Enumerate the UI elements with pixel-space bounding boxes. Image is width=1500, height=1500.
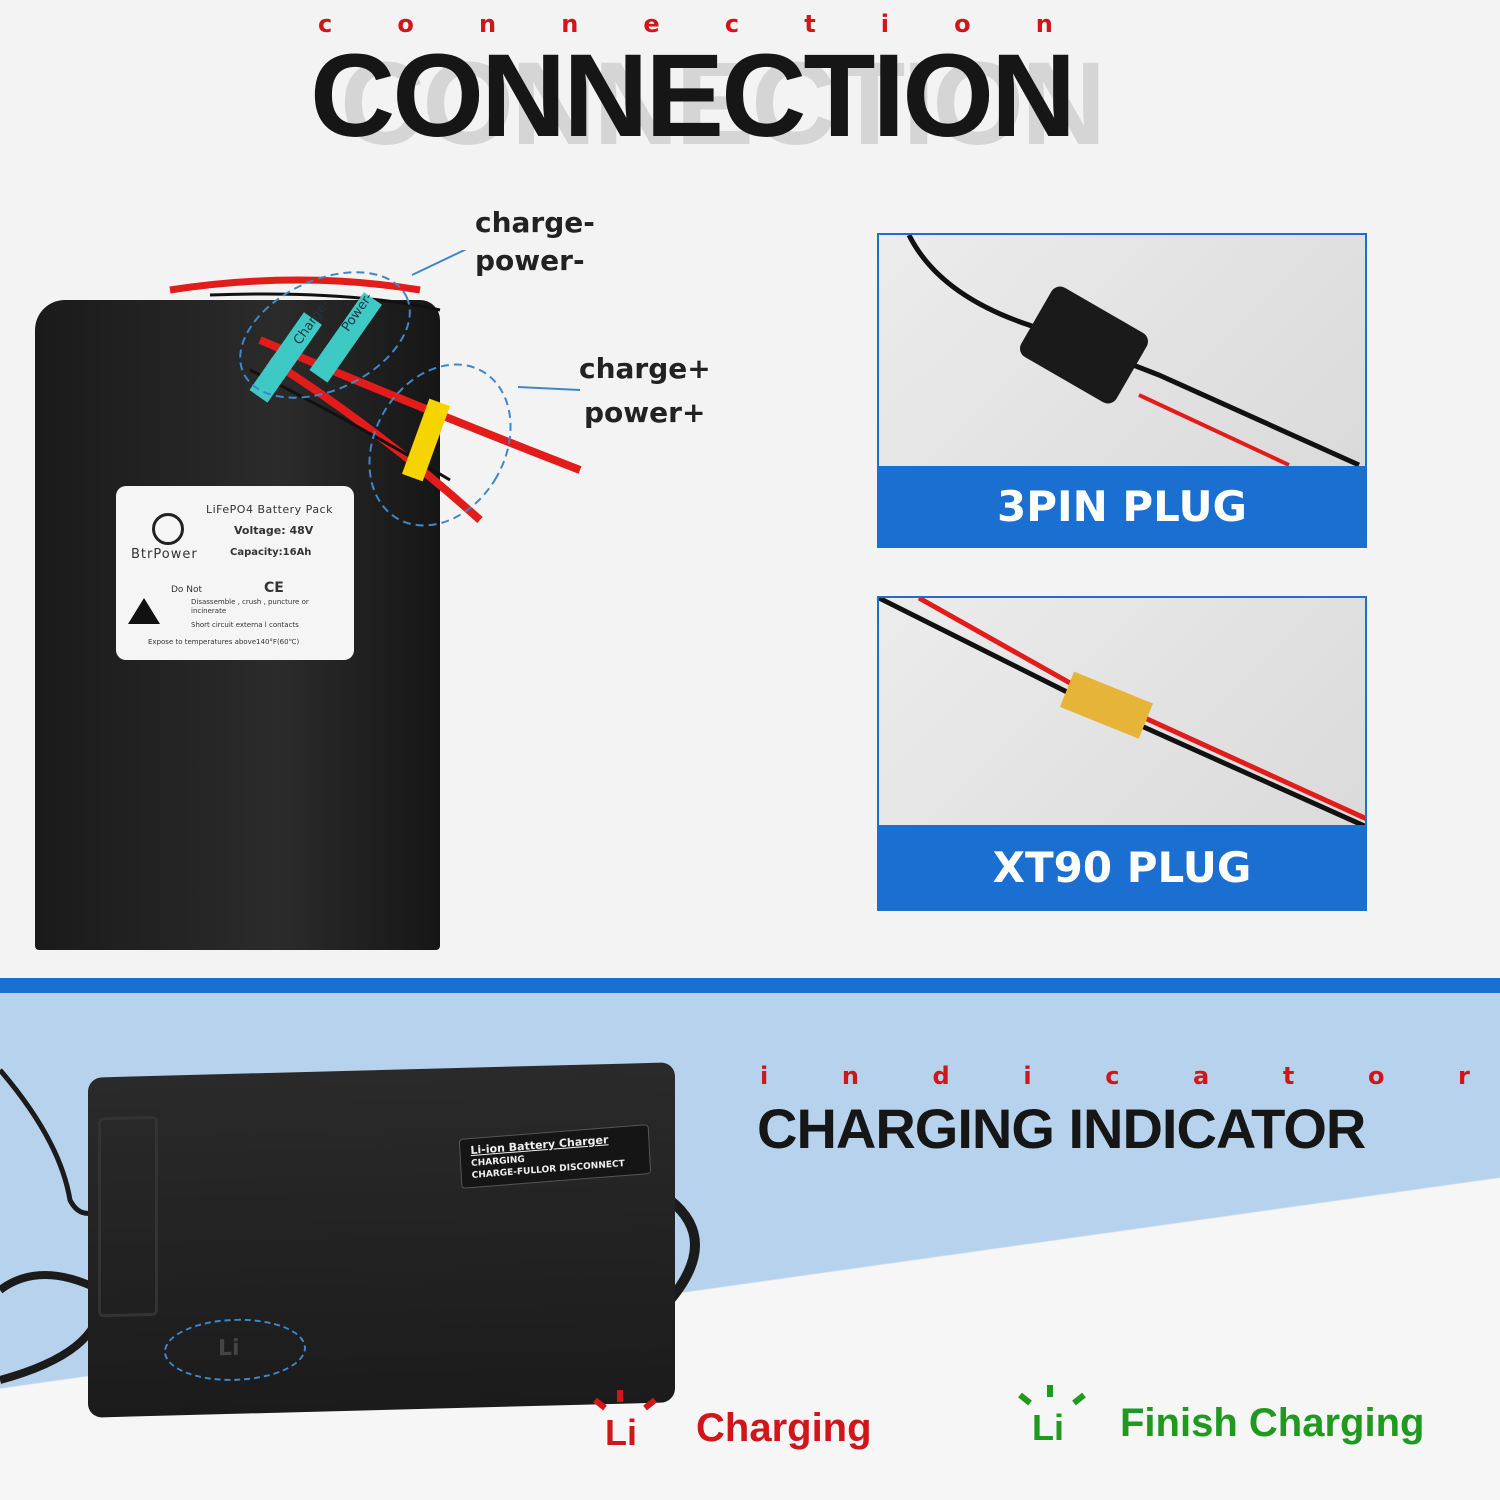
subtitle-letter: e [643,10,660,38]
subtitle-letter: i [760,1062,769,1090]
3pin-plug-image [906,235,1361,468]
li-icon-red: Li [605,1412,637,1453]
li-icon-green: Li [1032,1407,1064,1448]
subtitle-letter: n [841,1062,859,1090]
subtitle-letter: n [561,10,579,38]
warning-2: Short circuit externa l contacts [191,621,299,629]
finish-charging-status-text: Finish Charging [1120,1401,1425,1445]
do-not-text: Do Not [171,585,203,595]
negative-callout: charge-power- [475,204,595,280]
indicator-title: CHARGING INDICATOR [757,1097,1366,1160]
finish-led-icon: Li [1012,1383,1092,1458]
glow-rays-icon [1018,1385,1086,1406]
subtitle-letter: c [724,10,740,38]
glow-rays-icon [593,1390,657,1411]
subtitle-letter: c [318,10,333,38]
subtitle-letter: o [397,10,414,38]
subtitle-letter: i [1023,1062,1032,1090]
subtitle-letter: d [932,1062,950,1090]
warning-1: Disassemble , crush , puncture or incine… [191,598,309,615]
brand-logo-icon [152,513,184,545]
led-indicator: Li [218,1335,240,1362]
xt90-plug-image [879,598,1365,828]
plug-panel-xt90: XT90 PLUG [877,596,1367,911]
product-name: LiFePO4 Battery Pack [206,503,333,516]
charging-status-text: Charging [696,1406,872,1450]
subtitle-letter: o [1367,1062,1385,1090]
fan-vent-icon [98,1115,158,1318]
battery-label: BtrPower LiFePO4 Battery Pack Voltage: 4… [116,486,354,660]
plug-panel-3pin: 3PIN PLUG [877,233,1367,548]
warning-icon [128,598,160,624]
brand-name: BtrPower [131,547,198,562]
charger-label: Li-ion Battery Charger CHARGING CHARGE-F… [458,1124,652,1189]
subtitle-letter: n [478,10,497,38]
power-plus-text: power+ [584,396,706,429]
page-title: CONNECTION [310,30,1076,162]
warning-3: Expose to temperatures above140°F(60℃) [148,638,300,646]
subtitle-letter: r [1458,1062,1470,1090]
power-minus-text: power- [475,244,585,277]
plug-label: XT90 PLUG [879,825,1365,909]
capacity: Capacity:16Ah [230,547,312,558]
charge-plus-text: charge+ [579,352,711,385]
charger-image: Li-ion Battery Charger CHARGING CHARGE-F… [88,1062,675,1418]
subtitle-letter: a [1193,1062,1210,1090]
plug-label: 3PIN PLUG [879,466,1365,546]
subtitle-letter: c [1105,1062,1120,1090]
ce-mark-icon: CE [264,580,284,596]
voltage: Voltage: 48V [234,524,314,537]
charging-led-icon: Li [585,1388,665,1463]
divider-stripe [0,978,1500,993]
subtitle-letter: n [1035,10,1053,38]
battery-wires-illustration [169,250,582,527]
subtitle-letter: t [1282,1062,1295,1090]
positive-callout: charge+ power+ [579,347,711,435]
charge-minus-text: charge- [475,206,595,239]
subtitle-letter: i [880,10,890,38]
subtitle-letter: o [954,10,971,38]
subtitle-letter: t [804,10,816,38]
